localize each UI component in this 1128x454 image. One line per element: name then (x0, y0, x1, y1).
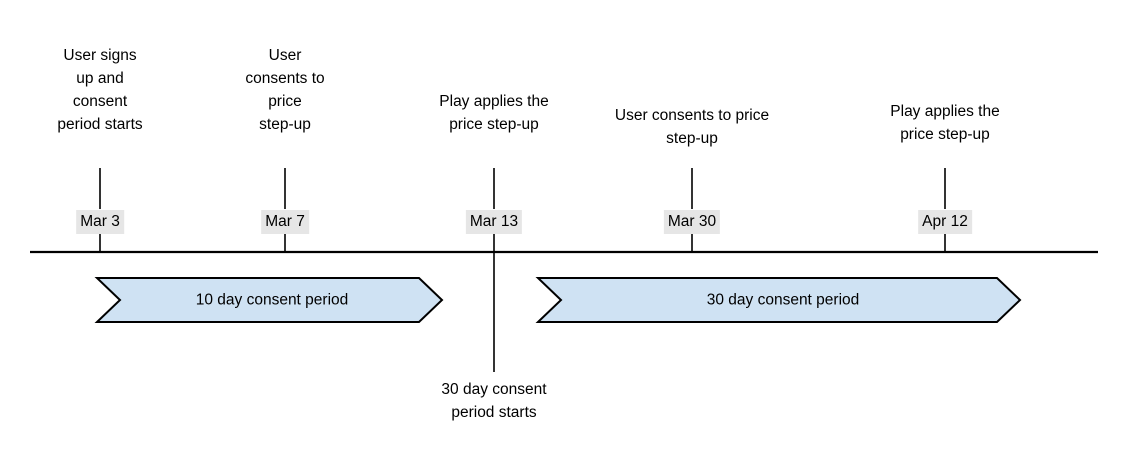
event-description-mar-30: User consents to price step-up (614, 107, 770, 147)
period-label-30-day: 30 day consent period (706, 291, 860, 309)
date-chip-mar-13: Mar 13 (465, 210, 523, 234)
event-description-mar-7: User consents to price step-up (245, 47, 325, 133)
event-description-mar-13: Play applies the price step-up (439, 93, 549, 133)
date-chip-mar-3: Mar 3 (76, 210, 124, 234)
event-description-mar-3: User signs up and consent period starts (57, 47, 143, 133)
annotation-30-day-consent-period-starts: 30 day consent period starts (441, 381, 547, 421)
date-chip-mar-7: Mar 7 (261, 210, 309, 234)
period-label-10-day: 10 day consent period (195, 291, 349, 309)
event-description-apr-12: Play applies the price step-up (890, 103, 1000, 143)
date-chip-mar-30: Mar 30 (663, 210, 721, 234)
period-banner-30-day (535, 277, 1022, 323)
date-chip-apr-12: Apr 12 (918, 210, 972, 234)
period-banner-10-day (94, 277, 444, 323)
